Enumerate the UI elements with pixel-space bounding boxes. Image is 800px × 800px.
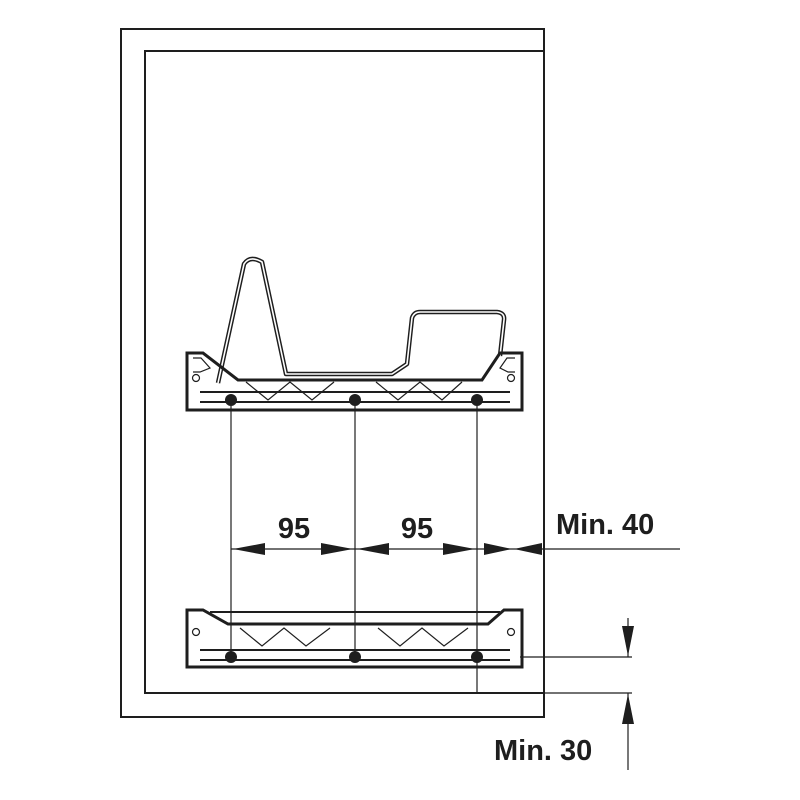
arrow-right-icon [484,543,512,555]
bottle-divider-wire [215,256,507,384]
upper-basket [185,256,524,412]
arrow-right-icon [443,543,475,555]
dimension-min-30 [622,618,634,770]
dimension-label-95-right: 95 [401,513,433,545]
dimension-95-left [231,543,355,555]
arrow-up-icon [622,694,634,724]
mount-bolt [471,394,483,406]
arrow-left-icon [514,543,542,555]
mount-bolt [225,651,237,663]
arrow-left-icon [357,543,389,555]
cabinet-inner-panel [144,50,545,694]
arrow-right-icon [321,543,353,555]
dimension-label-min-40: Min. 40 [556,509,654,541]
mount-bolt [349,394,361,406]
arrow-down-icon [622,626,634,656]
cabinet [120,28,545,718]
mount-bolt [349,651,361,663]
dimension-label-min-30: Min. 30 [494,735,592,767]
dimension-min-40 [477,543,680,555]
dimension-95-right [355,543,477,555]
dimension-label-95-left: 95 [278,513,310,545]
extension-lines [230,406,632,694]
arrow-left-icon [233,543,265,555]
mount-bolt [225,394,237,406]
